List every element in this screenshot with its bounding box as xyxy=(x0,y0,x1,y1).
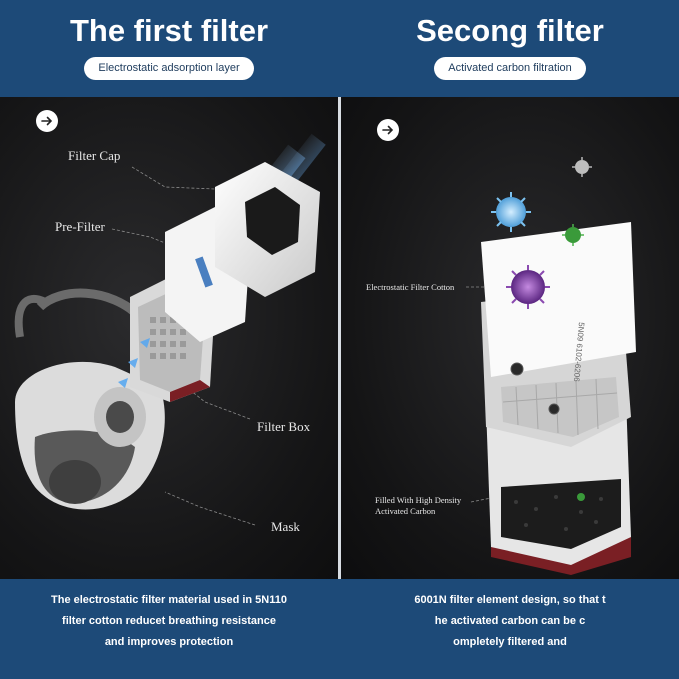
arrow-right-icon[interactable] xyxy=(377,119,399,141)
footer-left-line: The electrostatic filter material used i… xyxy=(51,594,287,606)
footer-left-line: and improves protection xyxy=(104,636,234,648)
first-filter-subtitle-pill: Electrostatic adsorption layer xyxy=(84,57,254,80)
head-strap xyxy=(36,288,144,321)
activated-carbon-label-line1: Filled With High Density xyxy=(375,495,462,505)
first-filter-title: The first filter xyxy=(69,13,269,48)
footer-left-line: filter cotton reducet breathing resistan… xyxy=(62,615,276,627)
activated-carbon-label-line2: Activated Carbon xyxy=(375,506,436,516)
virus-icons xyxy=(491,157,592,501)
activated-carbon-layer xyxy=(486,397,631,565)
filter-cap xyxy=(215,162,320,297)
filter-box-label: Filter Box xyxy=(257,419,311,434)
pre-filter-label: Pre-Filter xyxy=(55,219,105,234)
virus-blue-icon xyxy=(491,192,531,232)
virus-green-small-icon xyxy=(577,493,585,501)
virus-green-icon xyxy=(562,224,584,246)
virus-dark-icon xyxy=(548,403,560,415)
electrostatic-filter-cotton-label: Electrostatic Filter Cotton xyxy=(366,282,455,292)
mask-exploded-illustration xyxy=(14,133,326,526)
filter-cap-label: Filter Cap xyxy=(68,148,121,163)
footer-right-line: ompletely filtered and xyxy=(453,636,567,648)
header-right: Secong filter Activated carbon filtratio… xyxy=(341,0,679,96)
left-panel-exploded-view: Filter Cap Pre-Filter Filter Box Mask xyxy=(0,97,338,579)
panel-divider xyxy=(338,97,341,579)
electrostatic-cotton-sheet: 5N09 6102-6206 xyxy=(481,222,636,383)
right-panel-filter-layers: 5N09 6102-6206 xyxy=(341,97,679,579)
footer-left-description: The electrostatic filter material used i… xyxy=(0,580,338,679)
second-filter-subtitle-pill: Activated carbon filtration xyxy=(434,57,586,80)
virus-gray-icon xyxy=(572,157,592,177)
filter-layers-illustration: 5N09 6102-6206 xyxy=(466,157,636,575)
arrow-right-icon[interactable] xyxy=(36,110,58,132)
footer-right-line: 6001N filter element design, so that t xyxy=(414,594,606,606)
footer-right-line: he activated carbon can be c xyxy=(434,615,586,627)
footer-right-description: 6001N filter element design, so that t h… xyxy=(341,580,679,679)
second-filter-title: Secong filter xyxy=(416,13,604,48)
header-left: The first filter Electrostatic adsorptio… xyxy=(0,0,338,96)
virus-purple-icon xyxy=(506,265,550,309)
airflow-arrows xyxy=(118,338,150,388)
mask-label: Mask xyxy=(271,519,300,534)
virus-dark-icon xyxy=(510,362,524,376)
